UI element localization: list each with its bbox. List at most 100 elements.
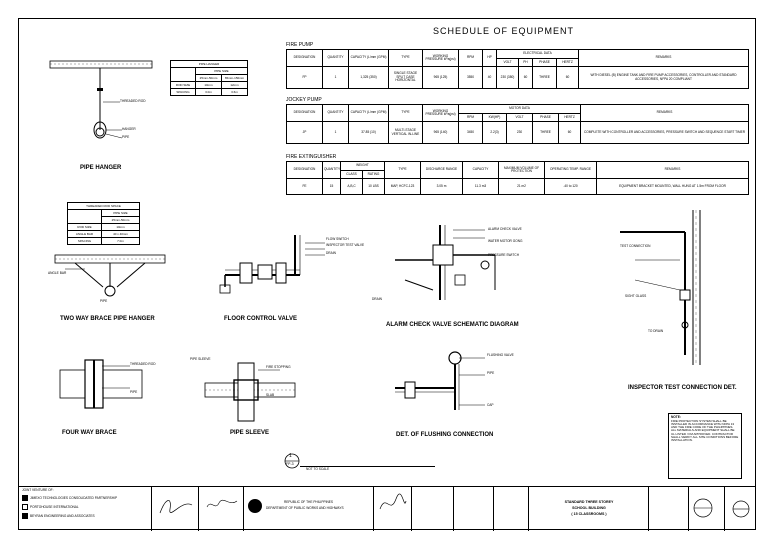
cell: 965 (125) (422, 66, 459, 89)
four-callout-rod: THREADED ROD (130, 362, 156, 366)
table-row: FE 15 A,B,C 10 LBS MAP, HCFC-123 3.05 m … (286, 178, 749, 195)
th: DISCHARGE RANGE (420, 161, 463, 179)
cell: ROD SIZE (170, 81, 196, 89)
cell: 12mm (221, 81, 248, 89)
cell: 7.0m (100, 237, 141, 245)
th: CAPACITY (L/mm (GPM) (348, 104, 389, 122)
hanger-callout-rod: THREADED ROD (120, 99, 146, 103)
cell: 3.6m (221, 88, 248, 96)
th: CAPACITY (L/mm (GPM) (348, 49, 389, 67)
flush-callout-cap: CAP (487, 403, 494, 407)
section-marker-number: 1 (289, 453, 292, 459)
insp-callout-sight: SIGHT GLASS (625, 294, 647, 298)
inspector-test-drawing (620, 210, 701, 365)
section-marker-line (300, 466, 435, 467)
cell: COMPLETE WITH CONTROLLER AND ACCESSORIES… (580, 121, 750, 144)
cell: -40 to 120 (544, 178, 597, 195)
dpwh-seal-icon (248, 499, 262, 513)
alarm-callout-valve: ALARM CHECK VALVE (488, 227, 522, 231)
cell: 3550 (458, 66, 483, 89)
cell: THREE (532, 121, 559, 144)
section-marker-circle (284, 453, 300, 469)
two-way-brace-drawing (54, 254, 166, 297)
floor-callout-flow: FLOW SWITCH (326, 237, 349, 241)
cell: 10 LBS (362, 178, 385, 195)
th: HERTZ (555, 58, 580, 67)
sleeve-callout-firestop: FIRE STOPPING (266, 365, 291, 369)
cell: 37.85 (10) (348, 121, 389, 144)
firm-3-logo (22, 513, 28, 519)
cell: 21 m2 (498, 178, 545, 195)
agency-line-1: REPUBLIC OF THE PHILIPPINES (284, 500, 334, 504)
firm-2: PORTOHOUSE INTERNATIONAL (30, 505, 79, 509)
sheet-number-cell (688, 487, 724, 531)
caption-alarm-check-valve: ALARM CHECK VALVE SCHEMATIC DIAGRAM (386, 322, 519, 328)
title-cell-a (411, 487, 453, 531)
cell: MAP, HCFC-123 (384, 178, 421, 195)
firm-1-logo (22, 495, 28, 501)
north-arrow-icon (693, 498, 713, 518)
fire-pump-header-row: DESIGNATION QUANTITY CAPACITY (L/mm (GPM… (286, 49, 750, 67)
table-row: JP 1 37.85 (10) MULTI-STAGE VERTICAL IN-… (286, 121, 750, 144)
th: KW(HP) (482, 113, 507, 122)
caption-flushing-connection: DET. OF FLUSHING CONNECTION (396, 432, 494, 438)
insp-callout-test: TEST CONNECTION (620, 244, 651, 248)
cell: 1 (322, 121, 349, 144)
pipe-hanger-drawing (49, 60, 153, 139)
firm-3: BEYRAN ENGINEERING AND ASSOCIATES (30, 514, 95, 518)
sleeve-callout-sleeve: PIPE SLEEVE (190, 357, 211, 361)
floor-control-valve-drawing (219, 235, 325, 294)
cell: ROD SIZE (67, 223, 102, 231)
cell: 60 (518, 66, 533, 89)
project-line-2: SCHOOL BUILDING (572, 506, 606, 510)
th: MAXIMUM VOLUME OF PROTECTION (498, 161, 545, 179)
th (67, 209, 102, 224)
note-body: FIRE PROTECTION SYSTEM SHALL BE INSTALLE… (671, 418, 739, 443)
th: CAPACITY (462, 161, 499, 179)
floor-callout-test: INSPECTOR TEST VALVE (326, 243, 365, 247)
cell: 3.0m (195, 88, 222, 96)
th: HP (482, 49, 497, 67)
cell: 11.3 m3 (462, 178, 499, 195)
cell: 1,325 (350) (348, 66, 389, 89)
jockey-pump-table: DESIGNATION QUANTITY CAPACITY (L/mm (GPM… (286, 104, 750, 144)
th: VOLT (506, 113, 533, 122)
alarm-callout-gong: WATER MOTOR GONG (488, 239, 523, 243)
th: WORKING PRESSURE kPa(psi) (422, 104, 459, 122)
signature-box-2 (198, 487, 243, 531)
cell: THREE (532, 66, 557, 89)
table-row: FP 1 1,325 (350) SINGLE STAGE SPLIT CASE… (286, 66, 750, 89)
cell: MULTI-STAGE VERTICAL IN-LINE (388, 121, 423, 144)
th: 65mm-150mm (221, 74, 248, 82)
th: 25mm-50mm (195, 74, 222, 82)
fire-pump-table: DESIGNATION QUANTITY CAPACITY (L/mm (GPM… (286, 49, 750, 89)
section-marker-sheet: FP-3 (286, 462, 294, 466)
caption-two-way-brace: TWO WAY BRACE PIPE HANGER (60, 316, 155, 322)
fire-pump-label: FIRE PUMP (286, 42, 314, 48)
th: PHASE (532, 113, 559, 122)
th: OPERATING TEMP. RANGE (544, 161, 597, 179)
sway-brace-table: THREADED ROD SPACE PIPE SIZE 25mm-50mm R… (66, 202, 141, 245)
firm-1: JIMEXO TECHNOLOGIES CONSOLIDATED PARTNER… (30, 496, 118, 500)
th: QUANTITY (322, 161, 341, 179)
cell: FP (286, 66, 323, 89)
jockey-pump-label: JOCKEY PUMP (286, 97, 322, 103)
th: VOLT (496, 58, 519, 67)
hanger-callout-pipe: PIPE (122, 135, 130, 139)
agency-cell: REPUBLIC OF THE PHILIPPINES DEPARTMENT O… (243, 487, 373, 531)
caption-pipe-hanger: PIPE HANGER (80, 165, 122, 171)
caption-inspector-test: INSPECTOR TEST CONNECTION DET. (628, 385, 737, 391)
pipe-sleeve-drawing (204, 362, 296, 422)
cell: 3450 (458, 121, 483, 144)
four-callout-pipe: PIPE (130, 390, 138, 394)
sheet-info-cell (648, 487, 688, 531)
alarm-callout-drain: DRAIN (372, 297, 382, 301)
seal-icon (732, 500, 750, 518)
sleeve-callout-slab: SLAB (266, 393, 275, 397)
cell: A,B,C (340, 178, 363, 195)
cell: WITH DIESEL (B) ENGINE TANK AND FIRE PUM… (578, 66, 750, 89)
th-group: WEIGHT (340, 161, 385, 171)
